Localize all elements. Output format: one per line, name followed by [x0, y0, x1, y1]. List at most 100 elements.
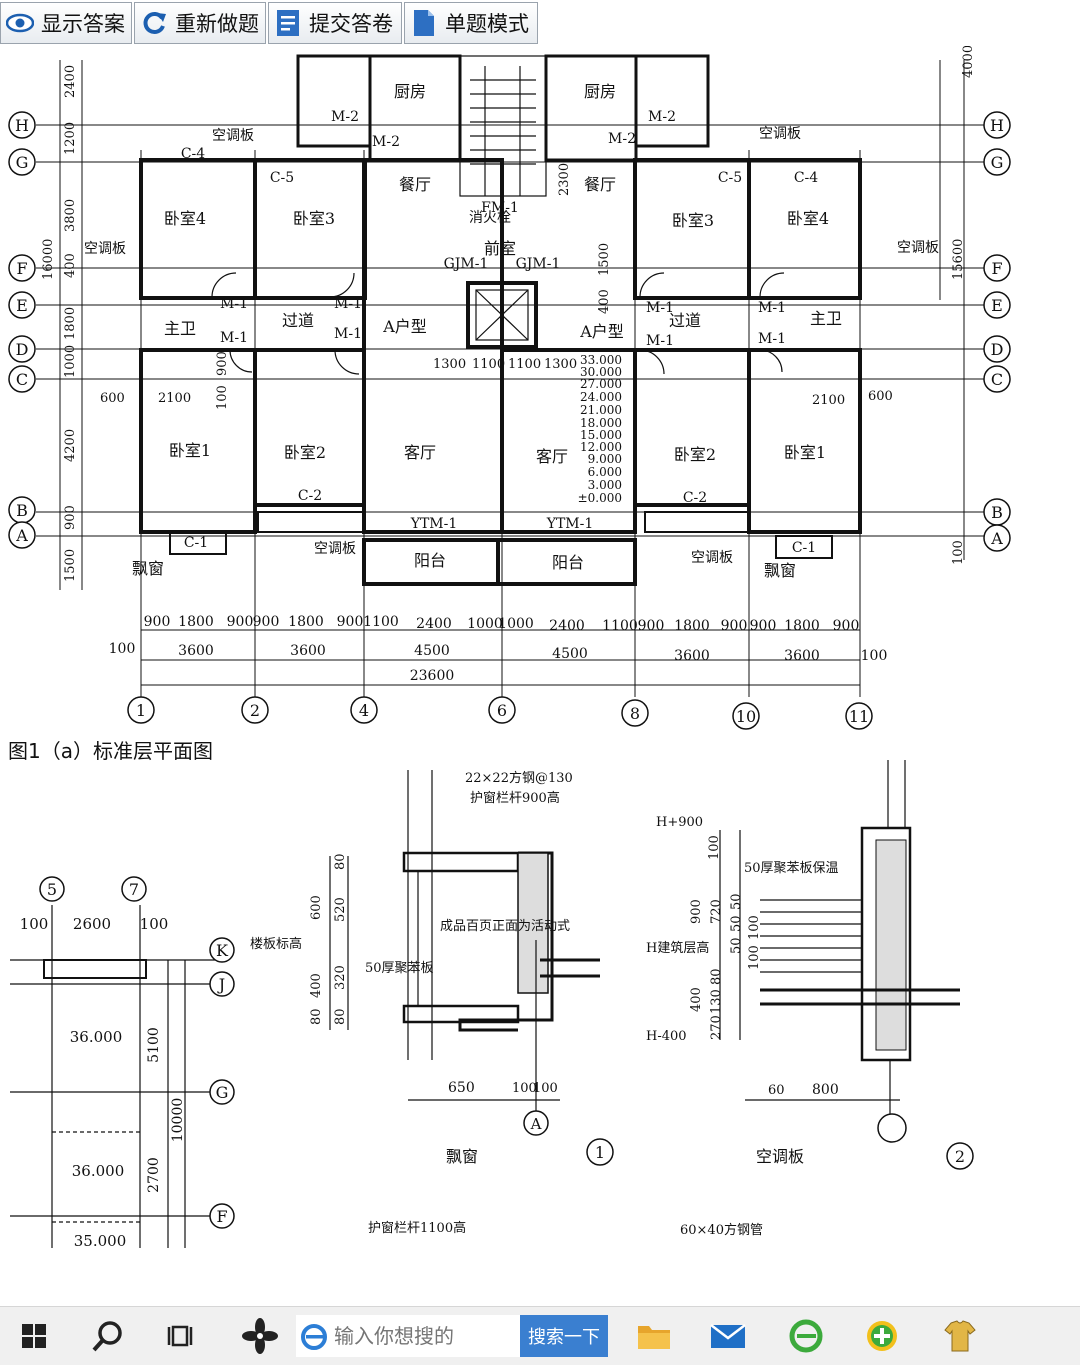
svg-text:G: G [16, 153, 29, 172]
svg-text:900: 900 [144, 614, 171, 630]
svg-text:900: 900 [638, 618, 665, 634]
svg-text:600: 600 [309, 895, 324, 920]
svg-text:900: 900 [63, 505, 78, 530]
toolbar: 显示答案 重新做题 提交答卷 单题模式 [0, 0, 540, 46]
task-view-icon[interactable] [160, 1307, 204, 1365]
svg-text:5100: 5100 [146, 1027, 162, 1063]
svg-text:60: 60 [768, 1083, 785, 1098]
svg-text:650: 650 [448, 1080, 475, 1096]
svg-text:客厅: 客厅 [404, 443, 436, 462]
svg-text:E: E [16, 296, 28, 315]
svg-text:50厚聚苯板: 50厚聚苯板 [365, 961, 434, 976]
svg-text:100: 100 [533, 1081, 558, 1096]
ie-icon [296, 1322, 332, 1350]
redo-button[interactable]: 重新做题 [134, 2, 266, 44]
svg-text:4: 4 [359, 701, 369, 720]
svg-text:3800: 3800 [63, 199, 78, 232]
redo-label: 重新做题 [175, 12, 259, 36]
windows-start-icon[interactable] [12, 1307, 56, 1365]
svg-text:空调板: 空调板 [897, 240, 939, 256]
submit-label: 提交答卷 [309, 12, 393, 36]
svg-text:C-4: C-4 [794, 170, 818, 186]
search-icon[interactable] [86, 1307, 130, 1365]
svg-text:2100: 2100 [158, 391, 191, 406]
svg-text:12.000: 12.000 [580, 440, 622, 454]
submit-button[interactable]: 提交答卷 [268, 2, 402, 44]
svg-text:2400: 2400 [549, 618, 585, 634]
svg-text:900: 900 [215, 351, 230, 376]
svg-text:H: H [990, 116, 1004, 135]
svg-text:7: 7 [129, 880, 139, 899]
svg-text:100: 100 [747, 945, 762, 970]
svg-text:1100: 1100 [472, 357, 505, 372]
svg-text:100: 100 [951, 540, 966, 565]
svg-text:前室: 前室 [484, 239, 516, 258]
svg-text:9.000: 9.000 [588, 452, 622, 466]
svg-text:B: B [991, 503, 1003, 522]
svg-text:50: 50 [729, 915, 744, 932]
folder-icon[interactable] [632, 1307, 676, 1365]
svg-text:21.000: 21.000 [580, 403, 622, 417]
svg-text:G: G [991, 153, 1004, 172]
svg-text:卧室3: 卧室3 [672, 211, 714, 230]
svg-text:4500: 4500 [552, 646, 588, 662]
svg-text:GJM-1: GJM-1 [516, 256, 561, 272]
svg-text:1800: 1800 [288, 614, 324, 630]
svg-text:900: 900 [337, 614, 364, 630]
mail-icon[interactable] [706, 1307, 750, 1365]
elevation-list: 33.000 30.000 27.000 24.000 21.000 18.00… [578, 353, 622, 505]
svg-text:600: 600 [868, 389, 893, 404]
show-answer-button[interactable]: 显示答案 [0, 2, 132, 44]
svg-text:10: 10 [736, 707, 756, 726]
svg-text:客厅: 客厅 [536, 447, 568, 466]
svg-text:M-2: M-2 [331, 109, 359, 125]
svg-text:6.000: 6.000 [588, 465, 622, 479]
svg-text:600: 600 [100, 391, 125, 406]
svg-text:1300: 1300 [433, 357, 466, 372]
fan-app-icon[interactable] [236, 1307, 284, 1365]
svg-text:50厚聚苯板保温: 50厚聚苯板保温 [744, 861, 839, 876]
floor-plan-drawing: H G F E D C B A H G F E D C B A 1 2 4 6 … [8, 46, 1011, 1250]
document-icon [409, 8, 439, 38]
detail-ac-board: H+900 H-400 H建筑层高 50厚聚苯板保温 60 800 100 90… [646, 815, 974, 1238]
svg-text:15.000: 15.000 [580, 428, 622, 442]
svg-text:4200: 4200 [63, 429, 78, 462]
svg-text:1100: 1100 [508, 357, 541, 372]
svg-text:F: F [16, 259, 27, 278]
security-plus-icon[interactable] [860, 1307, 904, 1365]
svg-text:1800: 1800 [784, 618, 820, 634]
svg-text:23600: 23600 [410, 668, 455, 684]
svg-text:空调板: 空调板 [84, 241, 126, 257]
svg-text:100: 100 [20, 915, 49, 933]
svg-text:K: K [216, 941, 229, 960]
edge-browser-icon[interactable] [784, 1307, 828, 1365]
svg-text:楼板标高: 楼板标高 [250, 936, 302, 952]
taskbar-search[interactable] [296, 1315, 520, 1357]
svg-text:M-1: M-1 [646, 300, 674, 316]
svg-text:1: 1 [136, 701, 146, 720]
svg-text:80: 80 [333, 1008, 348, 1025]
svg-text:卧室2: 卧室2 [674, 445, 716, 464]
svg-text:空调板: 空调板 [759, 126, 801, 142]
svg-text:900: 900 [227, 614, 254, 630]
svg-text:60×40方钢管: 60×40方钢管 [680, 1222, 763, 1238]
search-button[interactable]: 搜索一下 [520, 1315, 608, 1357]
svg-text:520: 520 [333, 897, 348, 922]
svg-text:成品百页正面为活动式: 成品百页正面为活动式 [440, 919, 570, 934]
svg-text:H: H [15, 116, 29, 135]
svg-text:卧室2: 卧室2 [284, 443, 326, 462]
svg-text:6: 6 [497, 701, 507, 720]
svg-text:M-1: M-1 [646, 333, 674, 349]
svg-text:卧室1: 卧室1 [784, 443, 826, 462]
svg-text:G: G [216, 1083, 229, 1102]
svg-text:22×22方钢@130: 22×22方钢@130 [465, 770, 573, 786]
roof-plan: 5 7 K J G F 100 2600 100 5100 2700 10000… [20, 876, 235, 1250]
search-input[interactable] [332, 1323, 516, 1349]
shirt-app-icon[interactable] [938, 1307, 982, 1365]
svg-text:270: 270 [709, 1015, 724, 1040]
svg-text:1100: 1100 [363, 614, 399, 630]
svg-text:A: A [990, 529, 1003, 548]
svg-text:400: 400 [597, 289, 612, 314]
single-mode-button[interactable]: 单题模式 [404, 2, 538, 44]
svg-text:50: 50 [729, 937, 744, 954]
